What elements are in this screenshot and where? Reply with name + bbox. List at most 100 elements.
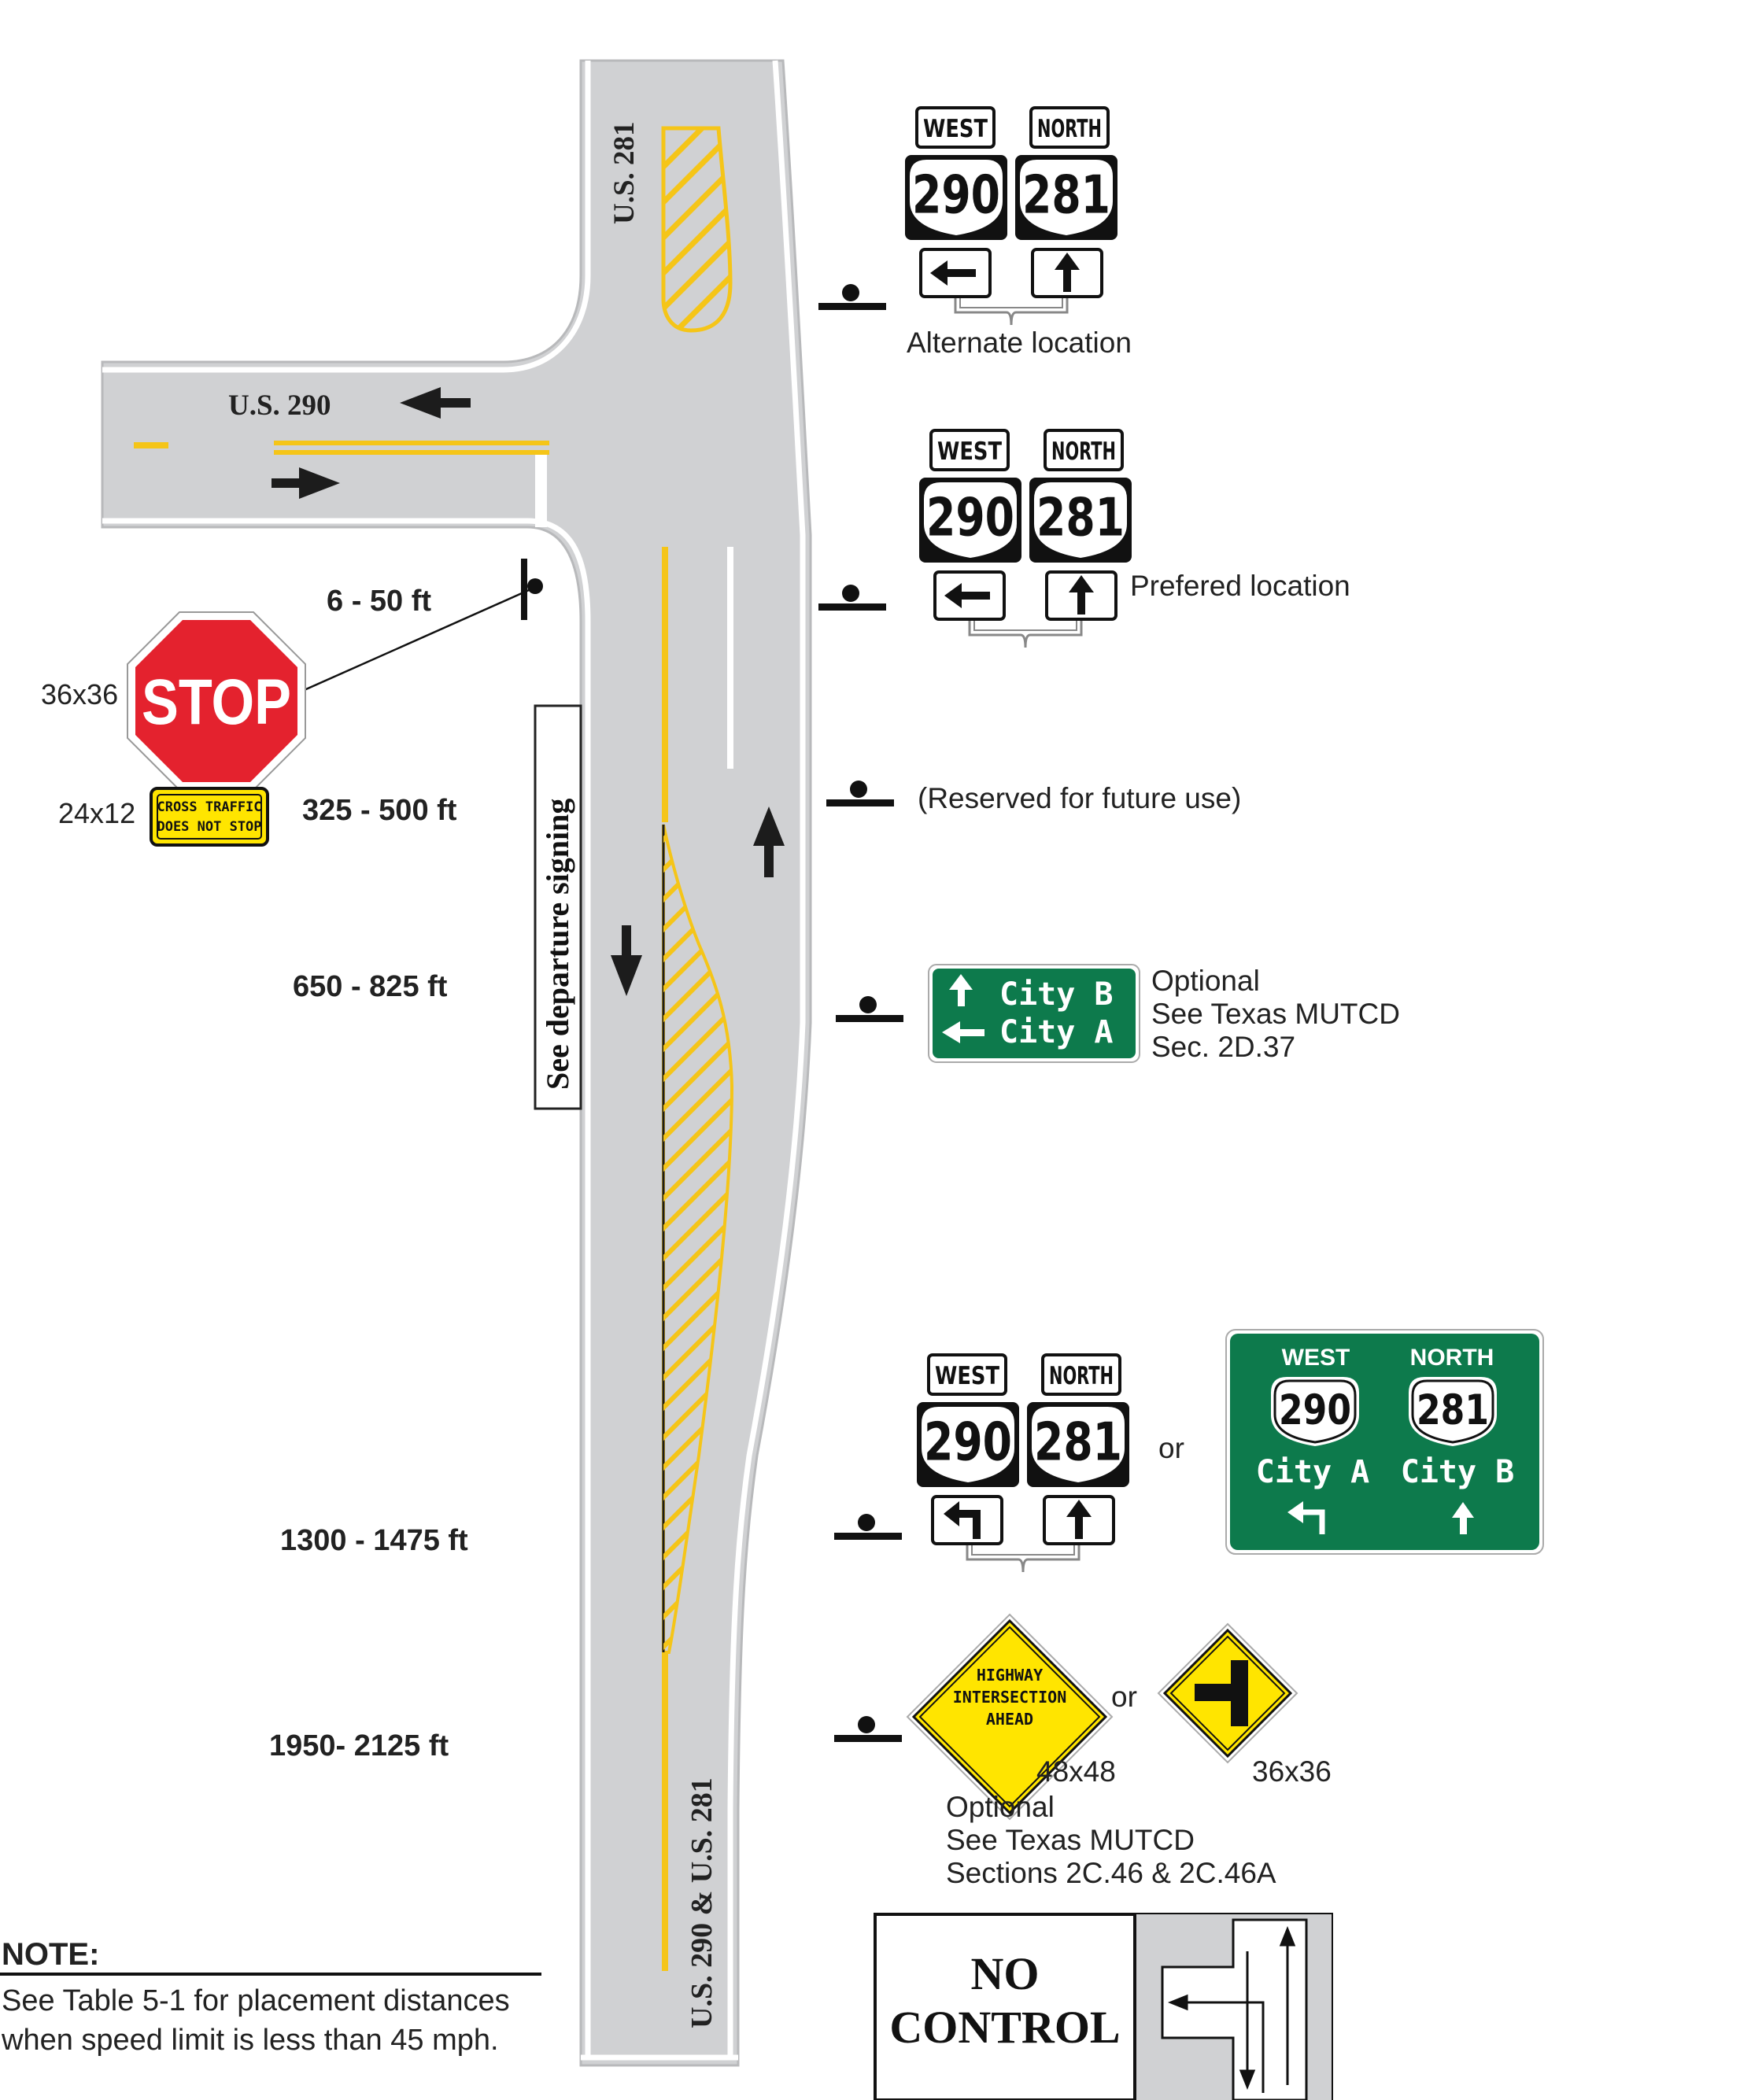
- hatch-line: [663, 1056, 732, 1151]
- destination-line-1: City B: [999, 976, 1114, 1013]
- route-shield-281: 281: [1409, 1377, 1497, 1446]
- west-road-label: U.S. 290: [228, 389, 331, 422]
- plaque-line-1: CROSS TRAFFIC: [157, 799, 261, 815]
- destination-sign: City B City A: [928, 964, 1140, 1063]
- guide-city-2: City B: [1401, 1454, 1515, 1490]
- warning-note-3: Sections 2C.46 & 2C.46A: [946, 1857, 1276, 1889]
- assembly-brace: [954, 298, 1069, 326]
- warning-size-2: 36x36: [1252, 1755, 1332, 1788]
- guide-west: WEST: [1282, 1345, 1350, 1371]
- legend-line-1: NO: [971, 1948, 1040, 1999]
- post-symbol-6: [834, 1716, 902, 1742]
- arrow-east-icon: [272, 467, 340, 499]
- traffic-arrows: [272, 387, 785, 996]
- route-number-281: 281: [1034, 1411, 1122, 1472]
- arrow-south-icon: [611, 925, 642, 996]
- no-control-legend: NO CONTROL: [874, 1913, 1333, 2100]
- distance-labels: 6 - 50 ft 325 - 500 ft 650 - 825 ft 1300…: [269, 585, 468, 1762]
- stop-sign-post: [298, 559, 543, 694]
- route-assembly-alternate: WEST NORTH 290 281: [905, 106, 1117, 326]
- warning-line-2: INTERSECTION: [953, 1688, 1067, 1707]
- route-number-281: 281: [1022, 164, 1110, 225]
- cardinal-north: NORTH: [1029, 106, 1110, 149]
- cardinal-west: WEST: [927, 1353, 1007, 1396]
- stop-sign-size: 36x36: [41, 678, 118, 710]
- arrow-west-icon: [400, 387, 471, 419]
- destination-line-2: City A: [999, 1014, 1114, 1050]
- route-assembly-preferred: WEST NORTH 290 281: [919, 429, 1132, 648]
- hatch-line: [663, 1116, 732, 1211]
- route-shield-290: 290: [1271, 1377, 1359, 1446]
- post-symbols: [818, 284, 903, 1742]
- destination-note: Optional See Texas MUTCD Sec. 2D.37: [1151, 965, 1400, 1063]
- straight-arrow-icon: [1452, 1502, 1474, 1534]
- note-body: See Table 5-1 for placement distances wh…: [2, 1984, 510, 2057]
- warning-line-1: HIGHWAY: [977, 1666, 1043, 1685]
- route-shield-281: 281: [1015, 155, 1117, 240]
- destination-note-1: Optional: [1151, 965, 1260, 997]
- warning-note-2: See Texas MUTCD: [946, 1824, 1195, 1856]
- arrow-up-icon: [949, 974, 973, 1006]
- south-lane-markings: [662, 547, 733, 1971]
- stop-sign: STOP: [127, 611, 306, 791]
- route-number-290: 290: [912, 164, 1000, 225]
- route-number-281: 281: [1036, 486, 1125, 548]
- hatch-line: [663, 1086, 732, 1181]
- highway-intersection-ahead-sign: HIGHWAY INTERSECTION AHEAD: [906, 1613, 1114, 1821]
- departure-signing-label: See departure signing: [540, 799, 575, 1090]
- svg-text:NORTH: NORTH: [1049, 1362, 1114, 1390]
- side-road-warning-sign: [1157, 1622, 1298, 1764]
- warning-size-1: 48x48: [1036, 1755, 1116, 1788]
- cardinal-west: WEST: [915, 106, 996, 149]
- post-symbol-4: [836, 996, 903, 1022]
- cardinal-west: WEST: [929, 429, 1010, 471]
- route-number-281: 281: [1417, 1386, 1489, 1434]
- route-number-290: 290: [924, 1411, 1012, 1472]
- guide-city-1: City A: [1256, 1454, 1370, 1490]
- west-road-markings: [134, 441, 549, 527]
- departure-signing-box: See departure signing: [534, 704, 582, 1110]
- note-title: NOTE:: [2, 1937, 100, 1972]
- warning-line-3: AHEAD: [986, 1710, 1033, 1729]
- plaque-size: 24x12: [58, 797, 135, 829]
- post-symbol-1: [818, 284, 886, 310]
- plaque-line-2: DOES NOT STOP: [157, 819, 261, 835]
- svg-text:NORTH: NORTH: [1051, 437, 1116, 466]
- arrow-left-icon: [942, 1021, 984, 1043]
- preferred-location-caption: Prefered location: [1130, 570, 1350, 602]
- south-road-label: U.S. 290 & U.S. 281: [685, 1777, 719, 2028]
- north-road-label: U.S. 281: [608, 121, 641, 224]
- cardinal-north: NORTH: [1041, 1353, 1121, 1396]
- alternate-location-caption: Alternate location: [907, 327, 1132, 359]
- route-shield-290: 290: [919, 478, 1021, 563]
- hatch-line: [663, 1146, 732, 1241]
- arrow-plate-left: [931, 1495, 1003, 1545]
- arrow-plate-left: [919, 248, 992, 298]
- svg-text:WEST: WEST: [935, 1362, 999, 1390]
- assembly-or-label: or: [1158, 1432, 1184, 1464]
- distance-label-1: 6 - 50 ft: [327, 585, 431, 618]
- route-assembly-advance: WEST NORTH 290 281: [917, 1353, 1129, 1573]
- route-number-290: 290: [926, 486, 1014, 548]
- distance-label-2: 325 - 500 ft: [302, 794, 457, 827]
- turn-left-arrow-icon: [1287, 1501, 1325, 1534]
- guide-north: NORTH: [1410, 1345, 1494, 1371]
- edge-line-east: [727, 60, 806, 2058]
- route-number-290: 290: [1279, 1386, 1351, 1434]
- cardinal-north: NORTH: [1044, 429, 1124, 471]
- assembly-brace: [966, 1545, 1081, 1573]
- warning-note: Optional See Texas MUTCD Sections 2C.46 …: [946, 1791, 1276, 1889]
- destination-note-2: See Texas MUTCD: [1151, 998, 1400, 1030]
- arrow-plate-up: [1045, 570, 1117, 621]
- warning-or: or: [1111, 1681, 1137, 1713]
- route-shield-281: 281: [1029, 478, 1132, 563]
- post-symbol-2: [818, 585, 886, 611]
- warning-note-1: Optional: [946, 1791, 1055, 1823]
- legend-arrows-icon: [1167, 1925, 1296, 2093]
- svg-text:WEST: WEST: [937, 437, 1002, 466]
- post-symbol-3: [826, 781, 894, 806]
- route-shield-290: 290: [905, 155, 1007, 240]
- assembly-brace: [968, 621, 1083, 648]
